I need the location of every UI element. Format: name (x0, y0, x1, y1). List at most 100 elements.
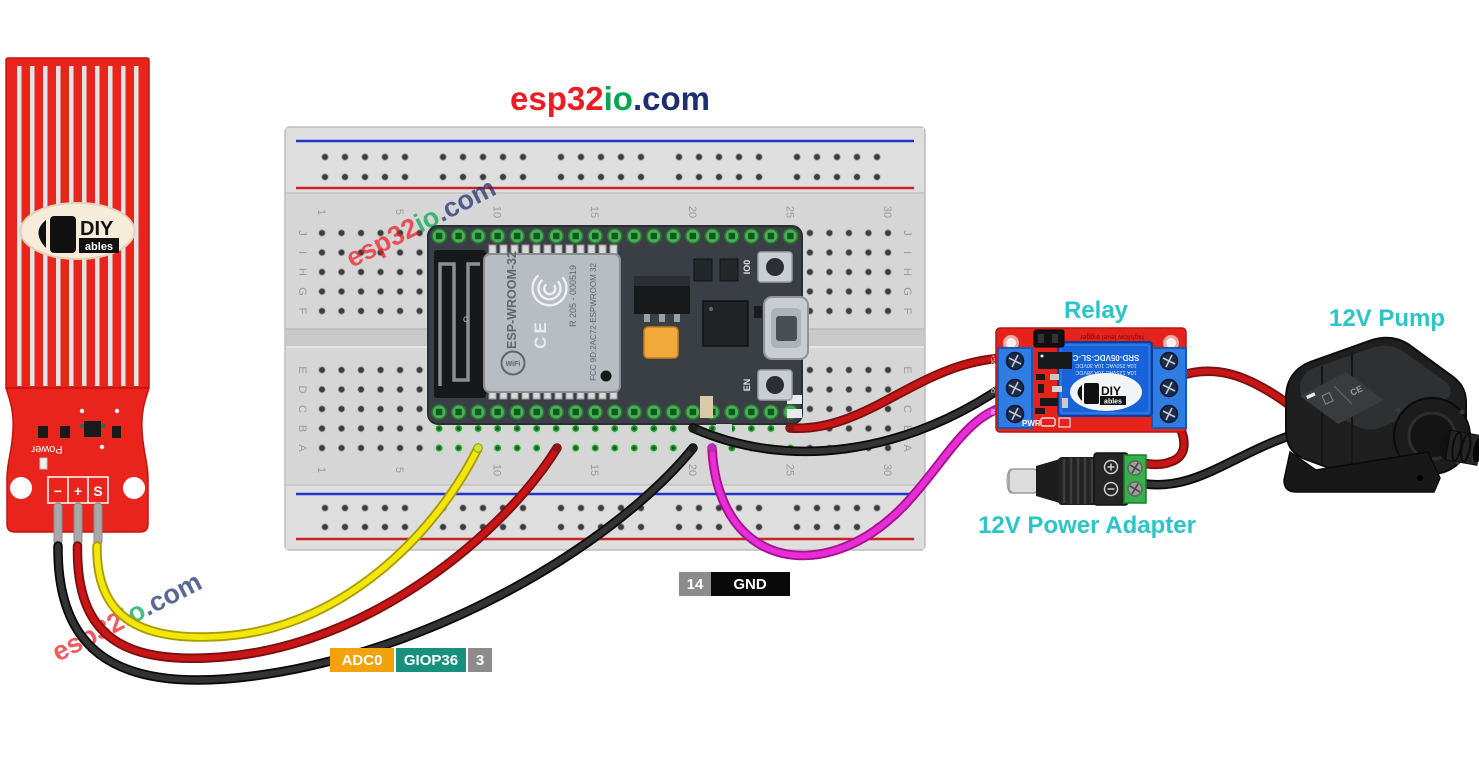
breadboard-hole[interactable] (864, 287, 873, 296)
breadboard-hole[interactable] (793, 153, 801, 161)
breadboard-hole[interactable] (864, 366, 873, 374)
breadboard-hole[interactable] (806, 385, 814, 394)
breadboard-hole[interactable] (459, 173, 467, 181)
breadboard-hole[interactable] (499, 153, 507, 161)
breadboard-hole[interactable] (337, 229, 346, 237)
breadboard-hole[interactable] (864, 424, 873, 433)
breadboard-hole[interactable] (357, 248, 365, 257)
breadboard-hole[interactable] (735, 153, 743, 161)
breadboard-hole[interactable] (415, 444, 424, 452)
breadboard-hole[interactable] (459, 153, 467, 161)
breadboard-hole[interactable] (318, 424, 326, 433)
breadboard-hole[interactable] (755, 153, 763, 161)
breadboard-hole[interactable] (825, 248, 834, 257)
breadboard-hole[interactable] (337, 424, 346, 433)
breadboard-hole[interactable] (793, 504, 801, 512)
breadboard-hole[interactable] (557, 173, 565, 181)
breadboard-hole[interactable] (361, 523, 369, 531)
breadboard-hole[interactable] (401, 173, 409, 181)
breadboard-hole[interactable] (381, 523, 389, 531)
breadboard-hole[interactable] (401, 504, 409, 512)
breadboard-hole[interactable] (396, 229, 404, 237)
breadboard-hole[interactable] (813, 523, 821, 531)
breadboard-hole[interactable] (853, 173, 861, 181)
breadboard-hole[interactable] (833, 523, 841, 531)
breadboard-hole[interactable] (617, 523, 625, 531)
breadboard-hole[interactable] (884, 307, 892, 315)
breadboard-hole[interactable] (577, 153, 585, 161)
breadboard-hole[interactable] (793, 523, 801, 531)
breadboard-hole[interactable] (597, 173, 605, 181)
breadboard-hole[interactable] (845, 229, 853, 237)
breadboard-hole[interactable] (695, 153, 703, 161)
breadboard-hole[interactable] (884, 268, 892, 276)
breadboard-hole[interactable] (853, 153, 861, 161)
breadboard-hole[interactable] (884, 366, 892, 374)
breadboard-hole[interactable] (825, 287, 834, 296)
breadboard-hole[interactable] (833, 153, 841, 161)
breadboard-hole[interactable] (845, 385, 853, 394)
breadboard-hole[interactable] (479, 153, 487, 161)
breadboard-hole[interactable] (715, 523, 723, 531)
breadboard-hole[interactable] (577, 504, 585, 512)
breadboard-hole[interactable] (376, 248, 385, 257)
breadboard-hole[interactable] (825, 385, 834, 394)
breadboard-hole[interactable] (577, 173, 585, 181)
breadboard-hole[interactable] (318, 287, 326, 296)
breadboard-hole[interactable] (381, 504, 389, 512)
breadboard-hole[interactable] (396, 444, 404, 452)
breadboard-hole[interactable] (479, 504, 487, 512)
breadboard-hole[interactable] (557, 153, 565, 161)
breadboard-hole[interactable] (617, 504, 625, 512)
breadboard-hole[interactable] (337, 307, 346, 315)
breadboard-hole[interactable] (321, 173, 329, 181)
breadboard-hole[interactable] (806, 287, 814, 296)
breadboard-hole[interactable] (396, 287, 404, 296)
breadboard-hole[interactable] (884, 229, 892, 237)
breadboard-hole[interactable] (825, 405, 834, 413)
wire-sensor-gnd[interactable] (55, 445, 696, 683)
breadboard-hole[interactable] (806, 248, 814, 257)
breadboard-hole[interactable] (318, 268, 326, 276)
enable-button[interactable] (757, 369, 793, 401)
breadboard-hole[interactable] (357, 385, 365, 394)
breadboard-hole[interactable] (376, 385, 385, 394)
breadboard-hole[interactable] (415, 424, 424, 433)
breadboard-hole[interactable] (825, 268, 834, 276)
breadboard-hole[interactable] (439, 523, 447, 531)
breadboard-hole[interactable] (637, 153, 645, 161)
breadboard-hole[interactable] (845, 307, 853, 315)
breadboard-hole[interactable] (357, 405, 365, 413)
breadboard-hole[interactable] (715, 153, 723, 161)
breadboard-hole[interactable] (519, 153, 527, 161)
breadboard-hole[interactable] (415, 268, 424, 276)
breadboard-hole[interactable] (695, 504, 703, 512)
breadboard-hole[interactable] (318, 385, 326, 394)
breadboard-hole[interactable] (396, 424, 404, 433)
breadboard-hole[interactable] (519, 504, 527, 512)
breadboard-hole[interactable] (376, 424, 385, 433)
breadboard-hole[interactable] (415, 248, 424, 257)
breadboard-hole[interactable] (415, 405, 424, 413)
breadboard-hole[interactable] (396, 268, 404, 276)
breadboard-hole[interactable] (401, 523, 409, 531)
breadboard-hole[interactable] (557, 523, 565, 531)
breadboard-hole[interactable] (376, 405, 385, 413)
breadboard-hole[interactable] (396, 307, 404, 315)
breadboard-hole[interactable] (715, 173, 723, 181)
breadboard-hole[interactable] (806, 268, 814, 276)
breadboard-hole[interactable] (499, 173, 507, 181)
breadboard-hole[interactable] (825, 229, 834, 237)
breadboard-hole[interactable] (318, 229, 326, 237)
breadboard-hole[interactable] (695, 523, 703, 531)
breadboard-hole[interactable] (459, 504, 467, 512)
breadboard-hole[interactable] (401, 153, 409, 161)
breadboard-hole[interactable] (637, 523, 645, 531)
breadboard-hole[interactable] (321, 153, 329, 161)
breadboard-hole[interactable] (864, 248, 873, 257)
breadboard-hole[interactable] (813, 504, 821, 512)
breadboard-hole[interactable] (853, 523, 861, 531)
breadboard-hole[interactable] (833, 173, 841, 181)
breadboard-hole[interactable] (318, 307, 326, 315)
breadboard-hole[interactable] (415, 229, 424, 237)
